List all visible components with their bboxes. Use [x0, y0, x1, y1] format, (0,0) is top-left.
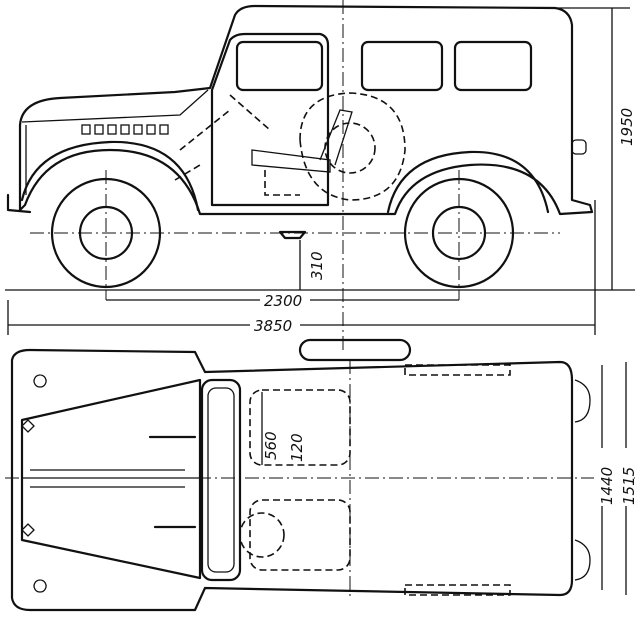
- side-view: 310 2300 3850 1950: [5, 0, 636, 350]
- dim-120: 120: [288, 433, 306, 462]
- dim-1515: 1515: [620, 467, 638, 505]
- rear-window-1: [360, 40, 444, 92]
- dim-560: 560: [262, 431, 280, 460]
- body-outline: [18, 4, 594, 216]
- windshield: [200, 378, 242, 582]
- rear-wheels-hidden: [404, 364, 511, 596]
- hood-line: [21, 89, 209, 123]
- front-door: [210, 32, 330, 207]
- wipers: [148, 435, 197, 529]
- dim-310: 310: [308, 251, 326, 280]
- rear-fender: [386, 150, 550, 214]
- seat-outline: [251, 109, 353, 173]
- bumper-front: [6, 193, 32, 214]
- rear-light: [571, 139, 587, 155]
- rear-window-2: [453, 40, 533, 92]
- hidden-lines: [174, 94, 300, 196]
- spare-wheel-roof: [298, 338, 412, 362]
- hood-top: [20, 378, 202, 580]
- grille: [19, 125, 27, 195]
- front-fender: [20, 140, 200, 212]
- hood-vents: [81, 124, 169, 135]
- top-view: 560 120 1440 1515: [5, 338, 638, 612]
- spare-wheel-hidden: [299, 92, 406, 201]
- dim-1950: 1950: [618, 108, 636, 146]
- front-window: [235, 40, 324, 92]
- steering-wheel-hidden: [239, 512, 285, 558]
- front-seat-right: [249, 499, 351, 571]
- body-outline-top: [10, 348, 574, 612]
- axle-part: [278, 230, 307, 240]
- dim-1440: 1440: [598, 467, 616, 505]
- dim-3850: 3850: [254, 317, 292, 335]
- rear-wheels-top: [574, 379, 591, 581]
- front-seat-left: [249, 389, 351, 466]
- headlights: [21, 374, 47, 593]
- dim-2300: 2300: [264, 292, 302, 310]
